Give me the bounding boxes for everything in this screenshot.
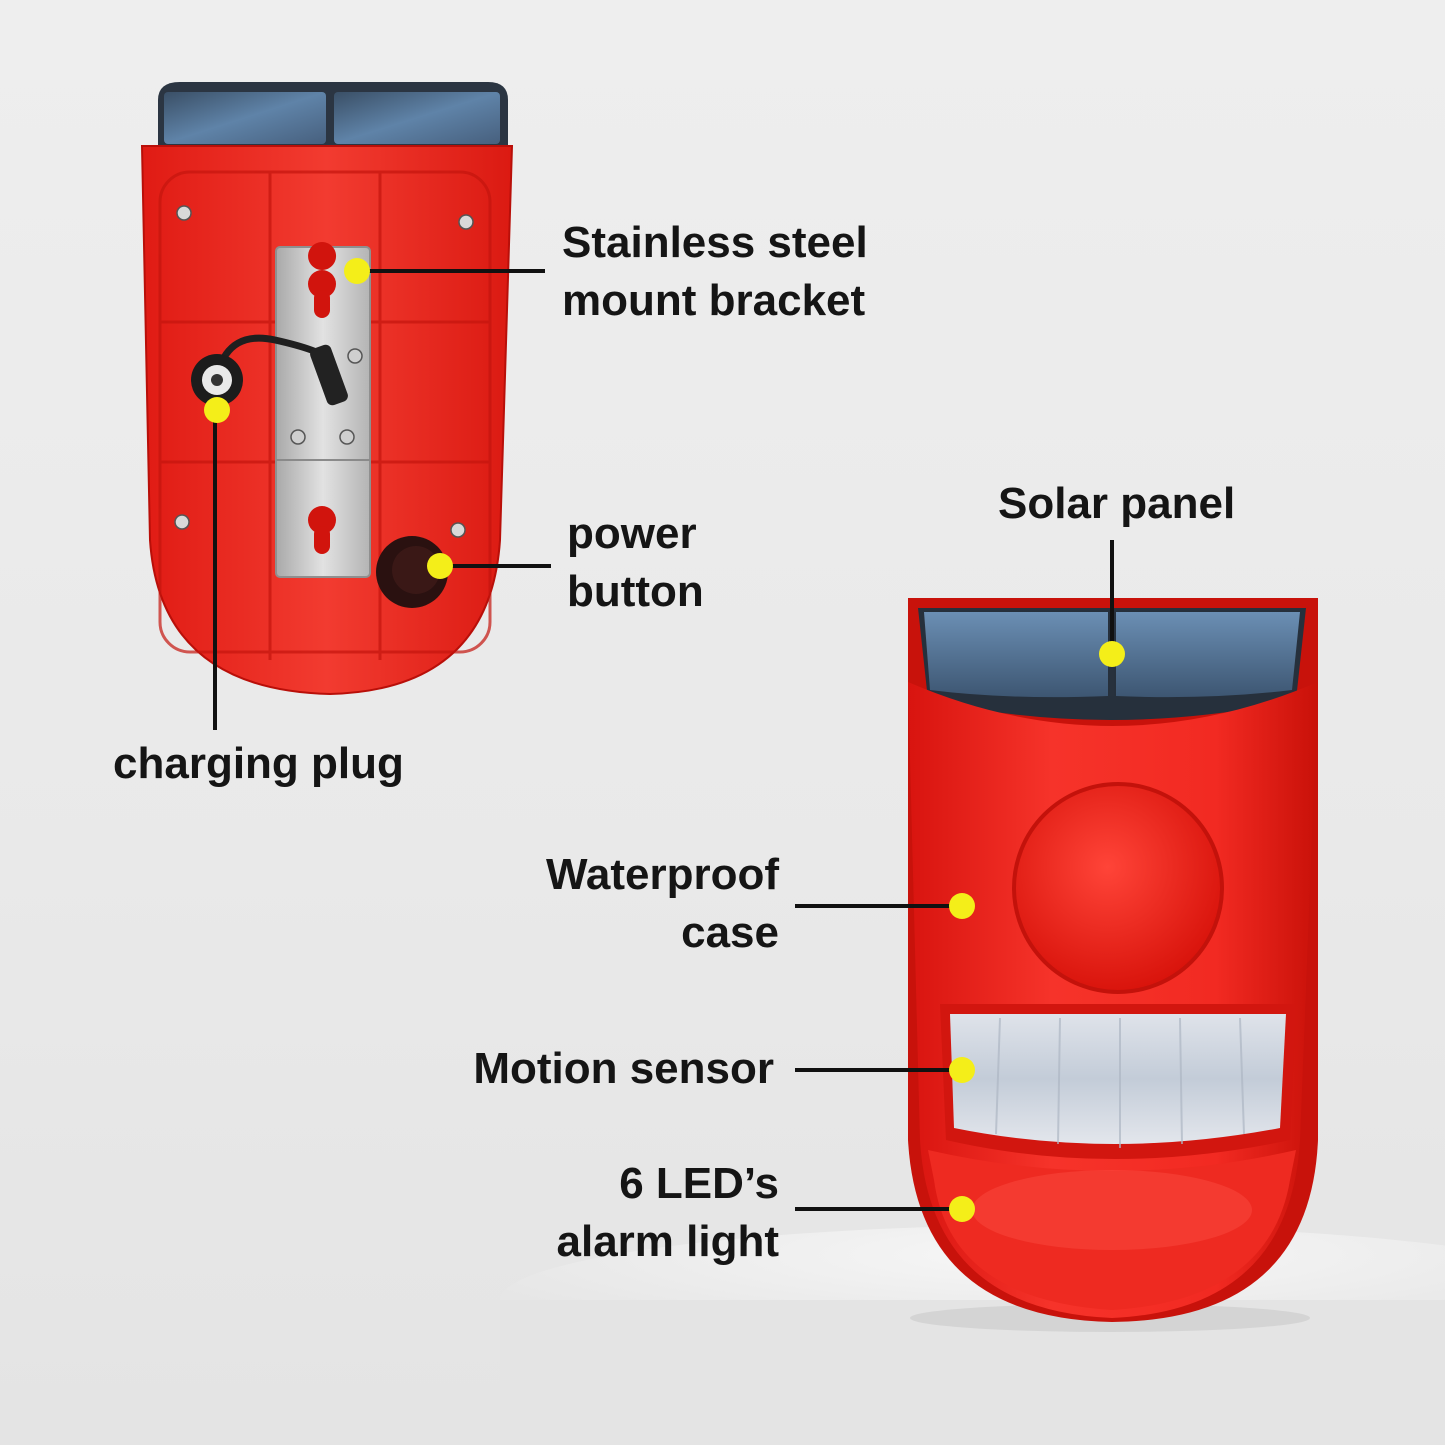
case-marker-dot — [949, 893, 975, 919]
power-callout-label: power button — [567, 505, 704, 621]
device-back-view — [140, 82, 514, 696]
marker-dots — [204, 258, 1125, 1222]
motion-callout-line1: Motion sensor — [473, 1044, 774, 1093]
case-callout-label: Waterproof case — [546, 846, 779, 962]
waterproof-case-icon — [908, 682, 1318, 1318]
leader-lines — [213, 269, 1114, 1211]
led-callout-line2: alarm light — [556, 1217, 780, 1266]
motion-sensor-icon — [940, 1004, 1296, 1159]
power-callout-line1: power — [567, 509, 697, 558]
charging-marker-dot — [204, 397, 230, 423]
solar-callout-label: Solar panel — [998, 475, 1235, 533]
charging-callout-label: charging plug — [113, 735, 404, 793]
led-alarm-light-icon — [928, 1150, 1296, 1310]
power-callout-line2: button — [567, 567, 704, 616]
power-button-icon — [376, 536, 448, 608]
led-callout-line1: 6 LED’s — [619, 1159, 779, 1208]
motion-callout-label: Motion sensor — [473, 1040, 774, 1098]
bracket-callout-line1: Stainless steel — [562, 218, 868, 267]
bracket-marker-dot — [344, 258, 370, 284]
device-front-view — [908, 598, 1318, 1322]
charging-callout-line1: charging plug — [113, 739, 404, 788]
case-callout-line1: Waterproof — [545, 850, 779, 899]
power-marker-dot — [427, 553, 453, 579]
bracket-callout-line2: mount bracket — [562, 276, 866, 325]
case-callout-line2: case — [681, 908, 779, 957]
solar-marker-dot — [1099, 641, 1125, 667]
charging-plug-icon — [191, 354, 243, 406]
motion-marker-dot — [949, 1057, 975, 1083]
bracket-callout-label: Stainless steel mount bracket — [562, 214, 868, 330]
solar-callout-line1: Solar panel — [998, 479, 1236, 528]
led-marker-dot — [949, 1196, 975, 1222]
led-callout-label: 6 LED’s alarm light — [557, 1155, 780, 1271]
